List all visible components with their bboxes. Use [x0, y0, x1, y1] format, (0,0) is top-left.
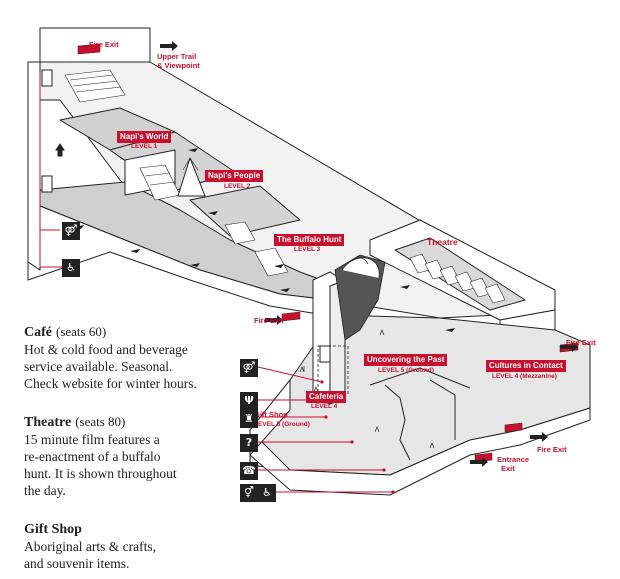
legend-gift-shop-title: Gift Shop [24, 522, 82, 537]
legend-theatre-line-3: hunt. It is shown throughout [24, 466, 177, 481]
fire-exit-top-label: Fire Exit [89, 40, 119, 49]
accessible-icon: ♿ [258, 484, 276, 502]
fire-exit-bottom-label: Fire Exit [537, 445, 567, 454]
gift-shop-label: Gift Shop [254, 410, 288, 419]
legend-cafe-line-2: service available. Seasonal. [24, 359, 173, 374]
upper-trail-label: Upper Trail & Viewpoint [157, 52, 200, 70]
level-napis-people: Napi's People [205, 170, 264, 182]
phone-icon: ☎ [240, 462, 258, 480]
level-cafeteria: Cafeteria [306, 391, 347, 403]
upper-building [27, 27, 556, 361]
legend-theatre: Theatre (seats 80) 15 minute film featur… [24, 413, 177, 499]
legend-cafe-line-3: Check website for winter hours. [24, 376, 197, 391]
level-napis-world-level: LEVEL 1 [131, 143, 158, 150]
legend-theatre-line-2: re-enactment of a buffalo [24, 449, 161, 464]
legend-theatre-title: Theatre [24, 415, 72, 430]
cafe-icon: Ψ [240, 392, 258, 410]
legend-cafe-title: Café [24, 325, 52, 340]
level-cultures-contact-level: LEVEL 4 (Mezzanine) [492, 373, 557, 380]
level-napis-world: Napi's World [117, 131, 172, 143]
restroom-icon: ⚤ [62, 222, 80, 240]
restroom-icon: ⚥ [240, 484, 258, 502]
upper-trail-line-1: Upper Trail [157, 52, 197, 61]
information-icon: ? [240, 434, 258, 452]
plants [299, 329, 435, 449]
theatre-label: Theatre [427, 237, 458, 247]
lower-building [249, 314, 591, 496]
legend-theatre-seats: (seats 80) [75, 414, 126, 429]
level-napis-people-level: LEVEL 2 [224, 183, 251, 190]
legend-gift-shop-line-1: Aboriginal arts & crafts, [24, 539, 156, 554]
level-uncovering-past: Uncovering the Past [364, 354, 448, 366]
gift-shop-icon: ♜ [240, 410, 258, 428]
fire-exit-left-label: Fire Exit [254, 316, 284, 325]
gift-shop-level: LEVEL 5 (Ground) [254, 421, 310, 428]
leader-lines [39, 72, 393, 493]
exit-arrows [160, 41, 578, 467]
fire-exit-right-label: Fire Exit [566, 338, 596, 347]
legend-theatre-line-1: 15 minute film features a [24, 432, 160, 447]
exit-label: Exit [501, 464, 515, 473]
entrance-label: Entrance [497, 455, 530, 464]
buffalo-cliff [334, 254, 386, 341]
level-cultures-contact: Cultures in Contact [486, 360, 566, 372]
level-buffalo-hunt-level: LEVEL 3 [294, 246, 321, 253]
accessible-icon: ♿ [62, 259, 80, 277]
legend-gift-shop-line-2: and souvenir items. [24, 556, 130, 571]
level-uncovering-past-level: LEVEL 5 (Ground) [378, 367, 434, 374]
legend-cafe-seats: (seats 60) [56, 324, 107, 339]
legend-gift-shop: Gift Shop Aboriginal arts & crafts, and … [24, 520, 156, 572]
legend-theatre-line-4: the day. [24, 483, 66, 498]
entrance-exit-label: Entrance Exit [497, 455, 529, 473]
legend-cafe: Café (seats 60) Hot & cold food and beve… [24, 323, 197, 392]
level-buffalo-hunt: The Buffalo Hunt [274, 234, 345, 246]
legend-cafe-line-1: Hot & cold food and beverage [24, 342, 188, 357]
upper-trail-line-2: & Viewpoint [157, 61, 200, 70]
restroom-icon: ⚤ [240, 359, 258, 377]
level-cafeteria-level: LEVEL 4 [311, 403, 338, 410]
